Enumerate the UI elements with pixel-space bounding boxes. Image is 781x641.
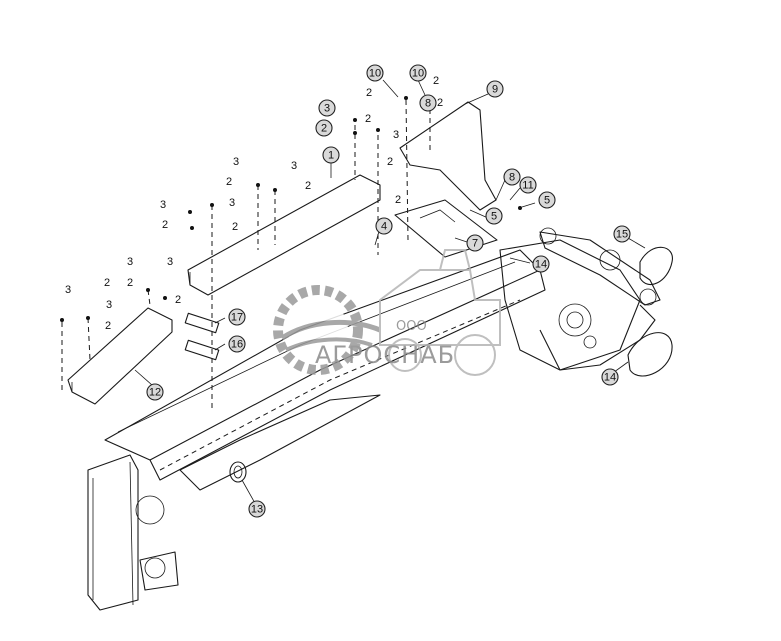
part-label-2: 2 <box>437 97 443 109</box>
bolt-dots <box>60 96 522 322</box>
callout-13: 13 <box>248 500 266 518</box>
svg-text:11: 11 <box>522 180 533 192</box>
part-label-2: 2 <box>175 294 181 306</box>
svg-text:10: 10 <box>369 68 381 80</box>
gear-logo-icon <box>273 285 381 375</box>
part-label-3: 3 <box>229 197 235 209</box>
callout-14: 14 <box>532 255 550 273</box>
callout-1: 1 <box>322 146 340 164</box>
svg-text:5: 5 <box>544 195 550 207</box>
callout-15: 15 <box>613 225 631 243</box>
part-label-3: 3 <box>160 199 166 211</box>
part-label-3: 3 <box>106 299 112 311</box>
part-label-2: 2 <box>232 221 238 233</box>
callout-8: 8 <box>419 94 437 112</box>
svg-text:4: 4 <box>381 221 387 233</box>
part-label-2: 2 <box>365 113 371 125</box>
svg-text:14: 14 <box>604 372 616 384</box>
callout-3: 3 <box>318 99 336 117</box>
svg-text:9: 9 <box>492 84 498 96</box>
part-label-3: 3 <box>233 156 239 168</box>
part-label-3: 3 <box>291 160 297 172</box>
callout-9: 9 <box>486 80 504 98</box>
callout-5: 5 <box>538 191 556 209</box>
part-label-3: 3 <box>393 129 399 141</box>
svg-text:17: 17 <box>231 312 243 324</box>
part-label-2: 2 <box>366 87 372 99</box>
callout-10: 10 <box>366 64 384 82</box>
callout-10: 10 <box>409 64 427 82</box>
part-label-2: 2 <box>305 180 311 192</box>
svg-text:16: 16 <box>231 339 243 351</box>
callout-4: 4 <box>375 217 393 235</box>
callout-2: 2 <box>315 119 333 137</box>
callout-16: 16 <box>228 335 246 353</box>
part-label-3: 3 <box>167 256 173 268</box>
tractor-silhouette-icon <box>379 249 501 376</box>
svg-text:12: 12 <box>149 387 161 399</box>
part-label-2: 2 <box>226 176 232 188</box>
part-label-2: 2 <box>433 75 439 87</box>
svg-text:10: 10 <box>412 68 424 80</box>
svg-text:1: 1 <box>328 150 334 162</box>
svg-text:8: 8 <box>425 98 431 110</box>
callout-8: 8 <box>503 168 521 186</box>
svg-text:14: 14 <box>535 259 547 271</box>
part-label-2: 2 <box>395 194 401 206</box>
agrosnab-watermark: ООО АГРОСНАБ <box>273 249 501 376</box>
callout-17: 17 <box>228 308 246 326</box>
svg-text:15: 15 <box>616 229 628 241</box>
watermark-company-name: АГРОСНАБ <box>315 341 455 369</box>
part-label-2: 2 <box>104 277 110 289</box>
part-label-2: 2 <box>127 277 133 289</box>
cover-plates <box>67 101 673 483</box>
part-label-2: 2 <box>105 320 111 332</box>
svg-text:7: 7 <box>472 238 478 250</box>
svg-text:8: 8 <box>509 172 515 184</box>
svg-text:13: 13 <box>251 504 263 516</box>
callout-12: 12 <box>146 383 164 401</box>
frame-assembly <box>87 227 661 611</box>
callout-5: 5 <box>485 207 503 225</box>
part-label-2: 2 <box>387 156 393 168</box>
watermark-company-type: ООО <box>396 319 427 334</box>
part-label-2: 2 <box>162 219 168 231</box>
svg-text:3: 3 <box>324 103 330 115</box>
svg-text:5: 5 <box>491 211 497 223</box>
part-label-3: 3 <box>65 284 71 296</box>
callout-11: 11 <box>519 176 537 194</box>
callout-7: 7 <box>466 234 484 252</box>
callout-14: 14 <box>601 368 619 386</box>
svg-text:2: 2 <box>321 123 327 135</box>
part-label-3: 3 <box>127 256 133 268</box>
